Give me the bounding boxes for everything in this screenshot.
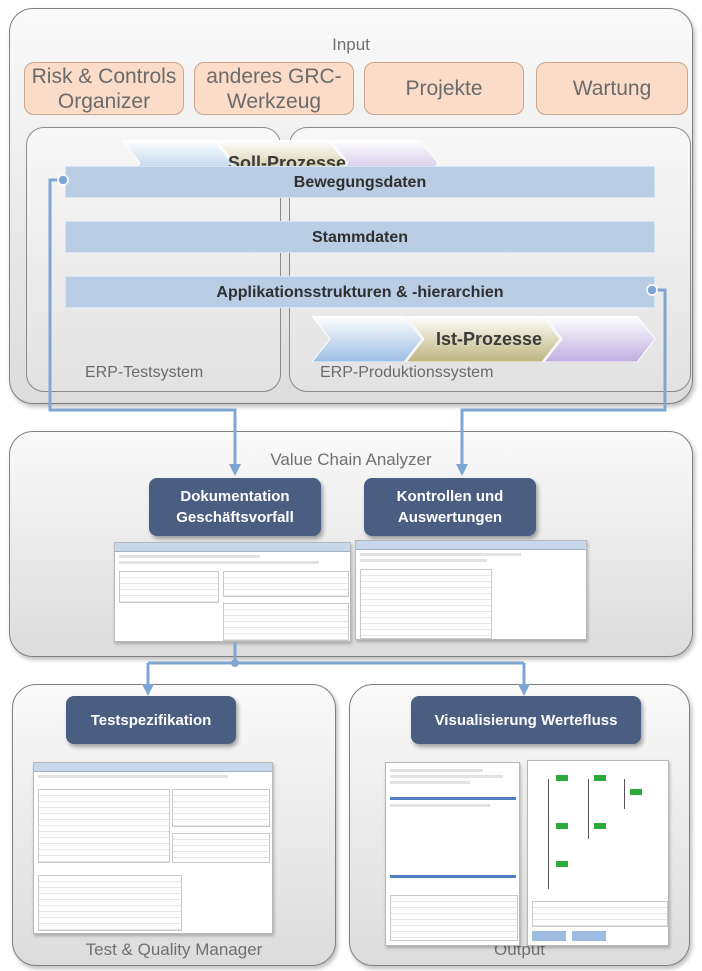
bar-bewegungsdaten: Bewegungsdaten	[65, 166, 655, 198]
tqm-panel-title: Test & Quality Manager	[85, 940, 263, 959]
source-projects: Projekte	[364, 62, 524, 115]
bar-applikationsstrukturen: Applikationsstrukturen & -hierarchien	[65, 276, 655, 308]
source-risk-controls-organizer: Risk & Controls Organizer	[24, 62, 184, 115]
ist-prozesse-label: Ist-Prozesse	[435, 329, 543, 349]
output-screenshot-report	[385, 762, 520, 946]
badge-kontrollen-auswertungen: Kontrollen und Auswertungen	[364, 478, 536, 536]
badge-testspezifikation: Testspezifikation	[66, 696, 236, 744]
vca-screenshot-controls	[355, 540, 587, 640]
badge-visualisierung-wertefluss: Visualisierung Wertefluss	[411, 696, 641, 744]
badge-dokumentation-geschaeftsvorfall: Dokumentation Geschäftsvorfall	[149, 478, 321, 536]
source-other-grc-tool: anderes GRC-Werkzeug	[194, 62, 354, 115]
ist-prozesse-chevrons: Ist-Prozesse	[310, 315, 657, 363]
ist-prozesse-chevron-shapes	[310, 315, 656, 363]
erp-production-system-label: ERP-Produktionssystem	[320, 364, 494, 381]
tqm-screenshot	[33, 762, 273, 934]
output-screenshot-flowchart	[527, 760, 669, 946]
vca-screenshot-documentation	[114, 542, 351, 642]
erp-test-system-label: ERP-Testsystem	[85, 364, 204, 381]
source-maintenance: Wartung	[536, 62, 688, 115]
bar-stammdaten: Stammdaten	[65, 221, 655, 253]
vca-panel-title: Value Chain Analyzer	[270, 450, 432, 469]
input-panel-title: Input	[332, 35, 370, 54]
